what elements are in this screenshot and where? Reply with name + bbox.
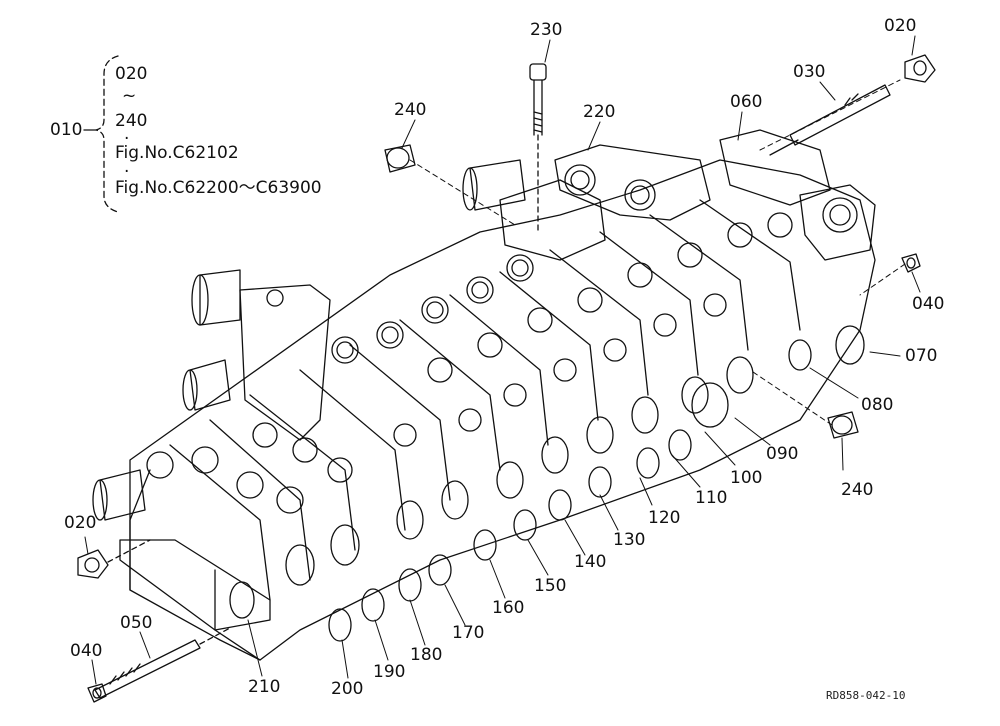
callout-180: 180 — [410, 645, 443, 665]
callout-020-top: 020 — [884, 16, 917, 36]
callout-060: 060 — [730, 92, 763, 112]
callout-100: 100 — [730, 468, 763, 488]
nut-020-left — [78, 540, 150, 578]
callout-110: 110 — [695, 488, 728, 508]
callout-040-right: 040 — [912, 294, 945, 314]
front-fittings — [230, 326, 864, 641]
callout-240-top: 240 — [394, 100, 427, 120]
callout-040-left: 040 — [70, 641, 103, 661]
callout-020-left: 020 — [64, 513, 97, 533]
assembly-note-line-6: · — [124, 162, 130, 182]
callout-050: 050 — [120, 613, 153, 633]
assembly-brace — [84, 56, 118, 212]
callout-150: 150 — [534, 576, 567, 596]
top-ports — [147, 165, 857, 513]
assembly-note-line-5: Fig.No.C62102 — [115, 143, 239, 163]
callout-230: 230 — [530, 20, 563, 40]
callout-140: 140 — [574, 552, 607, 572]
callout-160: 160 — [492, 598, 525, 618]
callout-210: 210 — [248, 677, 281, 697]
tie-rod-bottom — [95, 628, 230, 698]
callout-080: 080 — [861, 395, 894, 415]
assembly-note-line-1: 020 — [115, 64, 148, 84]
valve-block — [120, 130, 875, 660]
callout-030: 030 — [793, 62, 826, 82]
callout-120: 120 — [648, 508, 681, 528]
assembly-note-line-7: Fig.No.C62200～C63900 — [115, 178, 322, 198]
assembly-note-line-2: ~ — [122, 86, 137, 106]
nut-040-left — [88, 684, 106, 702]
left-spools — [93, 160, 525, 520]
callout-220: 220 — [583, 102, 616, 122]
callout-130: 130 — [613, 530, 646, 550]
drawing-code: RD858-042-10 — [826, 689, 906, 702]
callout-200: 200 — [331, 679, 364, 699]
bolt-230 — [530, 64, 546, 232]
nut-040-right — [902, 254, 920, 272]
callout-170: 170 — [452, 623, 485, 643]
callout-070: 070 — [905, 346, 938, 366]
assembly-id: 010 — [50, 120, 83, 140]
assembly-note-line-4: · — [124, 129, 130, 149]
callout-090: 090 — [766, 444, 799, 464]
assembly-axes — [410, 80, 905, 425]
tie-rod-top — [770, 85, 890, 155]
callout-240-right: 240 — [841, 480, 874, 500]
leader-lines — [85, 36, 920, 684]
plug-240-top — [385, 145, 415, 172]
nut-top — [905, 55, 935, 82]
callout-190: 190 — [373, 662, 406, 682]
assembly-note-line-3: 240 — [115, 111, 148, 131]
